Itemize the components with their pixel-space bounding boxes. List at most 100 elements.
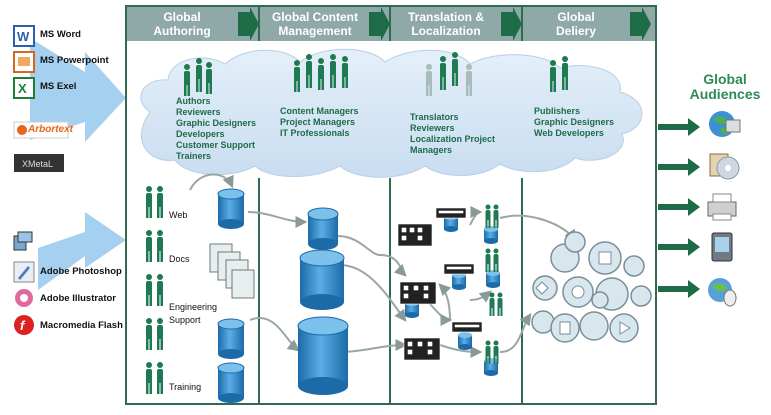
db-cylinder [217,362,245,403]
tool-label-flash: Macromedia Flash [40,320,123,331]
db-cylinder [307,207,339,250]
server-icons [397,207,483,361]
db-cylinder [299,249,345,310]
person-icon [318,58,324,90]
db-cylinder [484,226,498,244]
person-icon [184,64,190,96]
stage-arrow-2 [369,7,390,41]
stage-arrow-1 [238,7,259,41]
output-arrow [658,118,700,136]
db-cylinders [217,188,500,403]
tool-label-powerpoint: MS Powerpoint [40,55,109,66]
tool-label-excel: MS Exel [40,81,77,92]
source-label-support: Support [169,315,201,325]
source-label-web: Web [169,210,188,220]
printer-icon [707,193,737,221]
person-icon [485,340,491,364]
person-icon [330,54,336,88]
db-cylinder [486,270,500,288]
tool-label-photoshop: Adobe Photoshop [40,266,122,277]
svg-text:X: X [18,81,27,96]
xmetal-logo-text: XMetaL [22,159,54,169]
person-icon [497,292,503,316]
person-icon [294,60,300,92]
person-icon [146,230,152,262]
person-icon [342,56,348,88]
arbortext-logo-text: Arbortext [28,124,74,135]
globe-icon [709,111,741,137]
server-icon [403,337,441,361]
delivery-formats [531,231,652,343]
person-icon [157,186,163,218]
output-arrow [658,280,700,298]
source-label-engineering: Engineering [169,302,218,312]
person-icon [306,54,312,88]
mouse-globe-icon [708,278,737,307]
server-icon [397,223,433,247]
person-icon [466,64,472,96]
person-icon [146,318,152,350]
input-arrow-bottom [38,212,126,290]
db-cylinder [452,272,466,290]
person-icon [493,204,499,228]
person-icon [562,56,568,90]
arbortext-logo [13,121,69,139]
server-icon [443,263,475,275]
person-icon [157,274,163,306]
db-cylinder [297,316,349,395]
person-icon [206,62,212,94]
person-icon [157,362,163,394]
people-figures [146,52,568,394]
stage-header-translation: Translation &Localization [407,10,484,38]
excel-icon: X [13,77,35,99]
server-icon [399,281,437,305]
db-cylinder [458,332,472,350]
illustrator-icon [15,289,33,307]
output-arrow [658,238,700,256]
person-icon [485,248,491,272]
powerpoint-icon [13,51,35,73]
computer-icon [13,231,33,251]
person-icon [452,52,458,86]
input-arrow-top [30,38,126,142]
person-icon [489,292,495,316]
server-icon [435,207,467,219]
svg-text:W: W [17,29,30,44]
word-icon: W [13,25,35,47]
stage-arrow-4 [630,7,651,41]
person-icon [196,58,202,92]
svg-text:f: f [20,318,26,333]
person-icon [157,230,163,262]
document-stack-icon [209,243,255,299]
source-label-training: Training [169,382,202,392]
roles-cloud [140,48,643,178]
source-label-docs: Docs [169,254,190,264]
stage-arrow-3 [501,7,522,41]
person-icon [493,340,499,364]
person-icon [440,56,446,90]
photoshop-icon [13,261,35,283]
global-audiences-title: Global Audiences [689,71,761,102]
person-icon [485,204,491,228]
server-icon [451,321,483,333]
db-cylinder [217,318,245,359]
tool-label-word: MS Word [40,29,81,40]
person-icon [157,318,163,350]
output-arrow [658,198,700,216]
person-icon [146,186,152,218]
person-icon [146,274,152,306]
db-cylinder [217,188,245,229]
cd-icon [709,153,740,180]
xmetal-logo [14,154,64,172]
flash-icon: f [14,315,34,335]
person-icon [146,362,152,394]
pda-icon [711,232,733,262]
